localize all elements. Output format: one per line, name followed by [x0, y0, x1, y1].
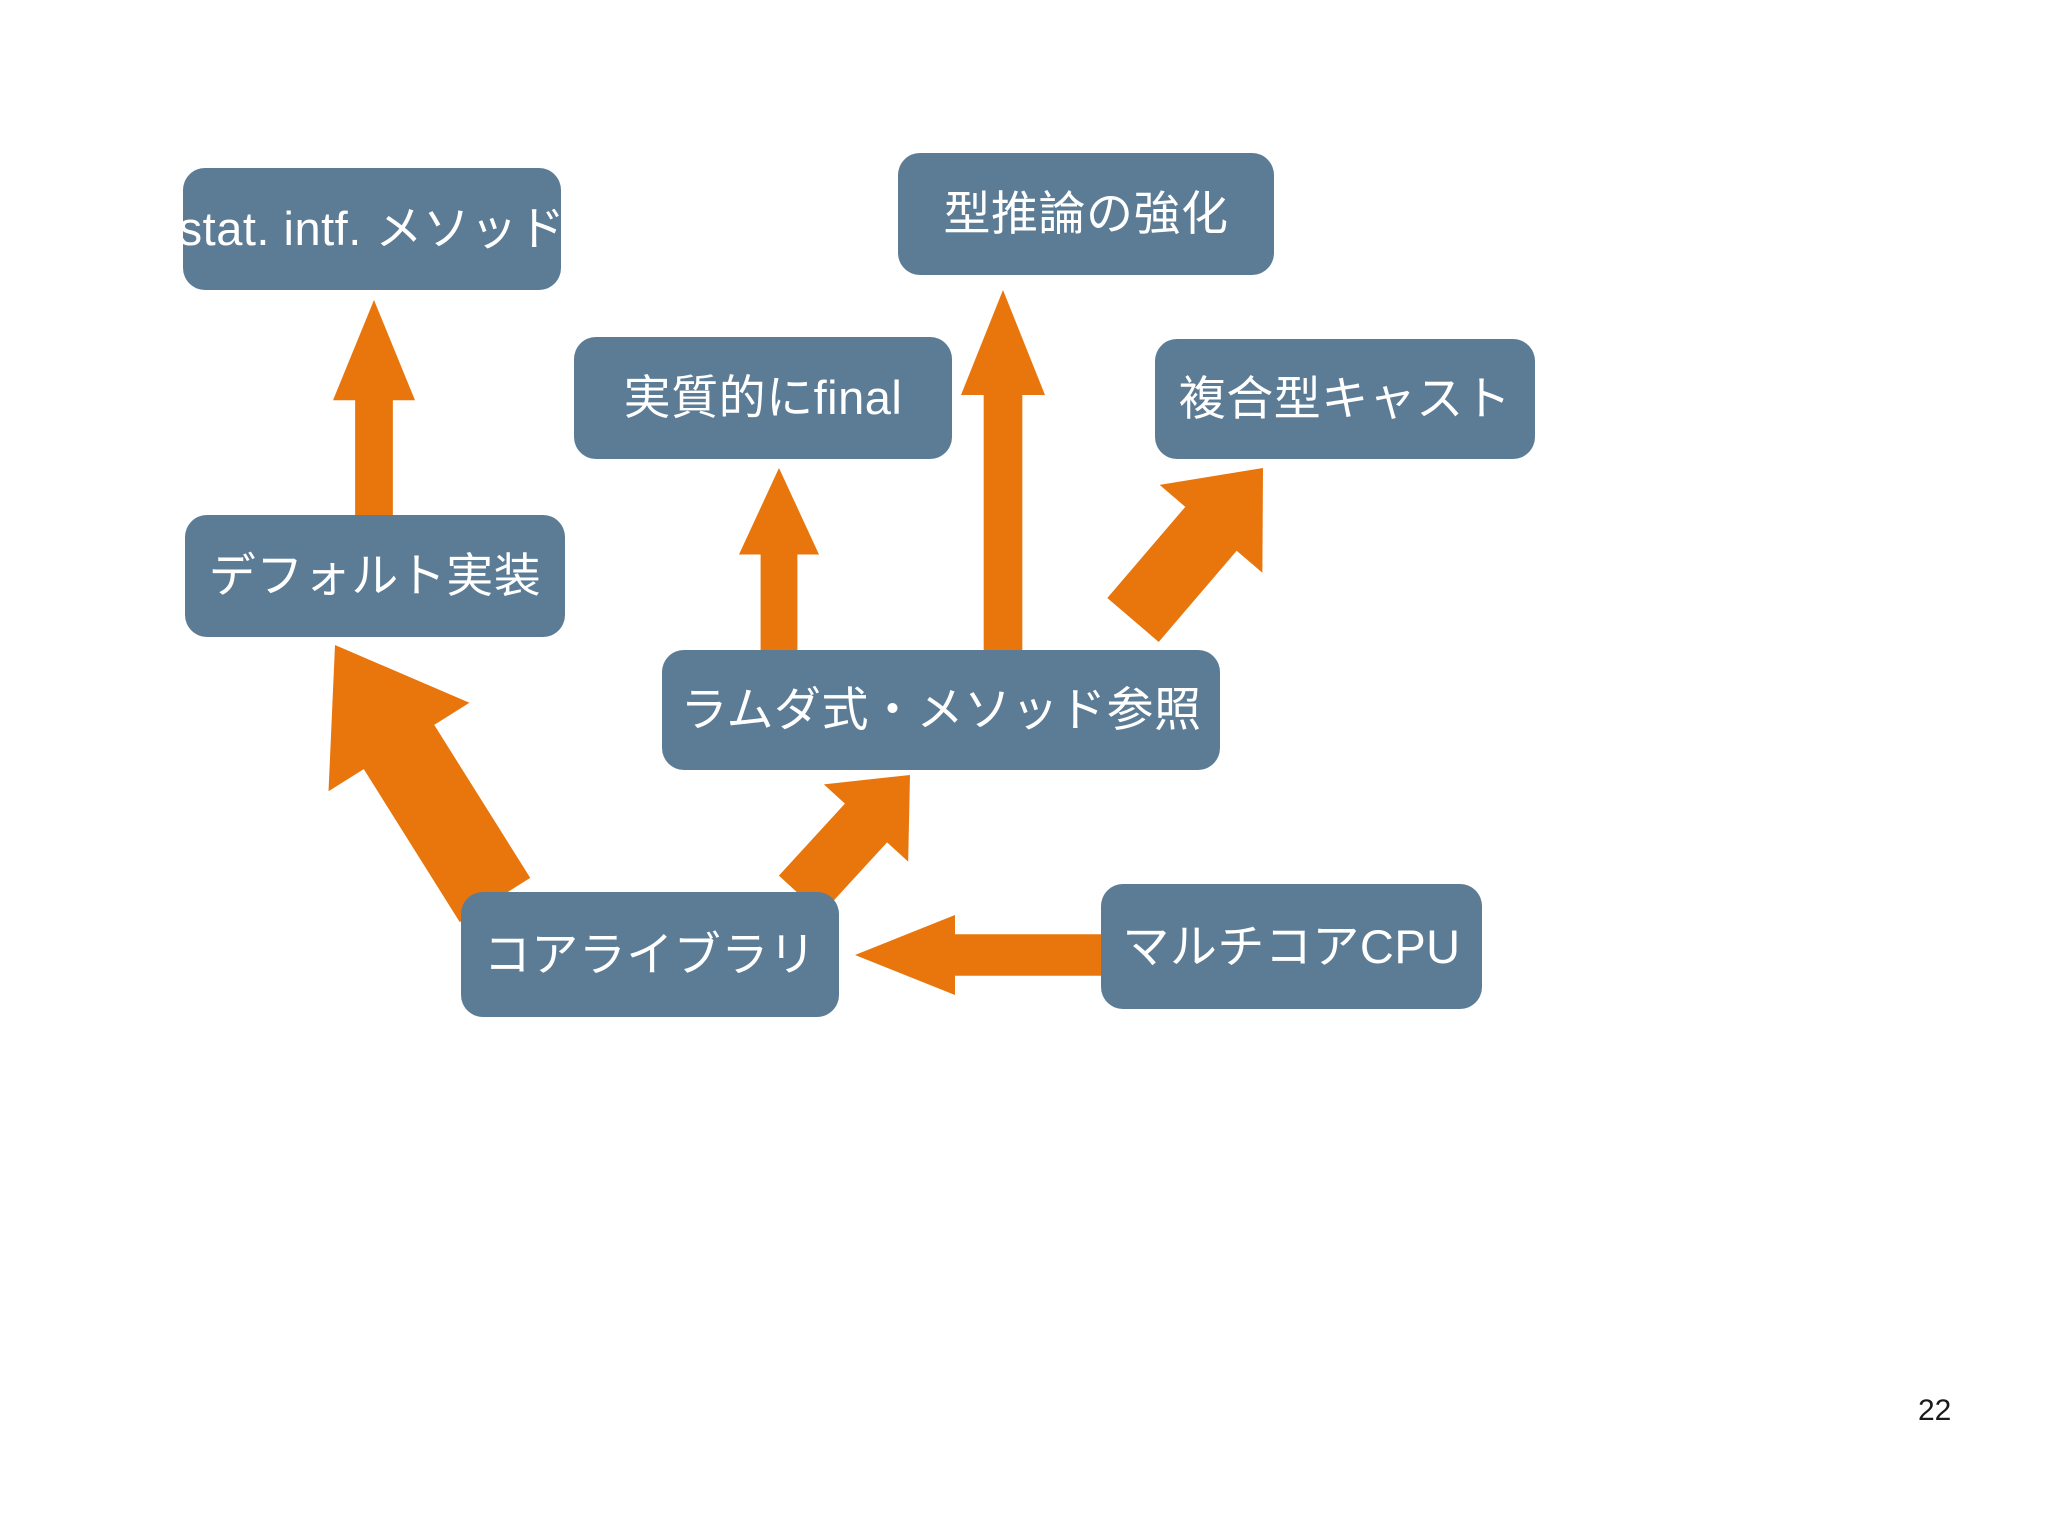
node-label-lambda-method-reference: ラムダ式・メソッド参照 [680, 683, 1202, 737]
node-type-inference[interactable]: 型推論の強化 [898, 153, 1274, 275]
node-label-multicore-cpu: マルチコアCPU [1122, 919, 1461, 973]
page-number: 22 [1918, 1394, 1952, 1427]
node-lambda-method-reference[interactable]: ラムダ式・メソッド参照 [662, 650, 1220, 770]
node-label-type-inference: 型推論の強化 [943, 187, 1229, 241]
node-label-core-library: コアライブラリ [483, 927, 817, 981]
node-core-library[interactable]: コアライブラリ [461, 892, 839, 1017]
lambda-to-type-inference-arrow-icon [961, 290, 1045, 652]
lambda-to-effectively-final-arrow-icon [739, 468, 819, 656]
node-label-default-implementation: デフォルト実装 [208, 549, 542, 603]
node-effectively-final[interactable]: 実質的にfinal [574, 337, 952, 459]
node-intersection-cast[interactable]: 複合型キャスト [1155, 339, 1535, 459]
multicore-cpu-to-core-library-arrow-icon [855, 915, 1105, 995]
node-label-effectively-final: 実質的にfinal [623, 371, 903, 425]
node-multicore-cpu[interactable]: マルチコアCPU [1101, 884, 1482, 1009]
node-static-interface-method[interactable]: stat. intf. メソッド [179, 168, 565, 290]
node-label-intersection-cast: 複合型キャスト [1178, 372, 1512, 426]
core-library-to-lambda-arrow-icon [745, 775, 911, 915]
node-label-static-interface-method: stat. intf. メソッド [178, 202, 566, 256]
core-library-to-default-impl-arrow-icon [328, 645, 575, 923]
node-default-implementation[interactable]: デフォルト実装 [185, 515, 565, 637]
lambda-to-intersection-cast-arrow-icon [1068, 468, 1263, 642]
default-impl-to-static-intf-arrow-icon [333, 300, 415, 518]
